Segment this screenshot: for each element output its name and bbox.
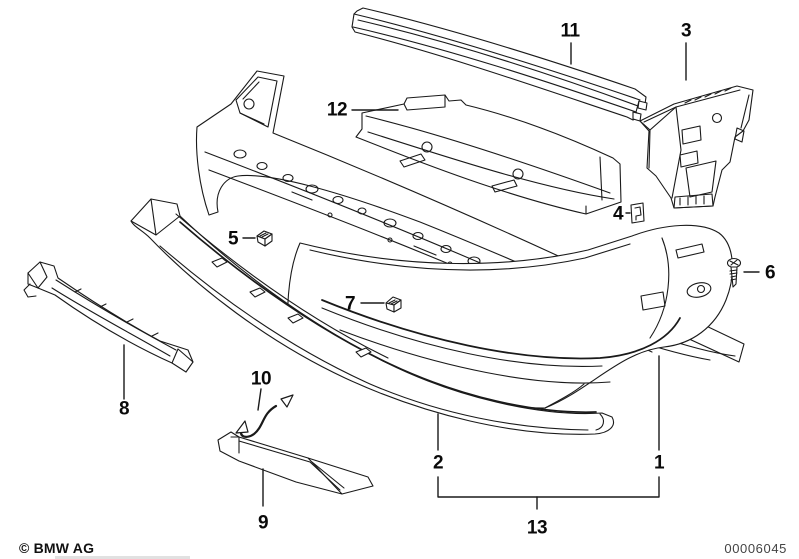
part-label-11[interactable]: 11 xyxy=(560,20,580,42)
scan-artifact xyxy=(55,556,190,559)
part-label-5[interactable]: 5 xyxy=(227,228,239,250)
part-label-9[interactable]: 9 xyxy=(257,512,269,534)
leader-lines xyxy=(123,42,760,510)
part-label-4[interactable]: 4 xyxy=(612,203,624,225)
part-label-10[interactable]: 10 xyxy=(250,368,272,390)
part-3-mount-bracket xyxy=(639,85,754,209)
part-5-clip xyxy=(256,230,273,247)
part-label-8[interactable]: 8 xyxy=(118,398,130,420)
part-label-12[interactable]: 12 xyxy=(326,99,348,121)
part-label-2[interactable]: 2 xyxy=(432,452,444,474)
part-8-trim-strip xyxy=(23,261,194,373)
part-label-3[interactable]: 3 xyxy=(680,20,692,42)
copyright-text: © BMW AG xyxy=(19,540,95,556)
part-7-clip xyxy=(385,296,402,313)
part-label-1[interactable]: 1 xyxy=(653,452,665,474)
part-label-7[interactable]: 7 xyxy=(344,293,356,315)
diagram-plate-number: 00006045 xyxy=(724,541,787,556)
part-2-front-spoiler xyxy=(130,198,614,435)
part-6-screw xyxy=(726,257,742,288)
part-label-6[interactable]: 6 xyxy=(764,262,776,284)
part-9-air-duct-trim xyxy=(217,431,374,495)
part-label-13[interactable]: 13 xyxy=(526,517,548,539)
part-10-hook-cable xyxy=(235,394,294,438)
part-4-clip xyxy=(630,202,645,224)
part-11-impact-strip xyxy=(351,7,648,122)
part-12-cover-panel xyxy=(355,94,622,215)
